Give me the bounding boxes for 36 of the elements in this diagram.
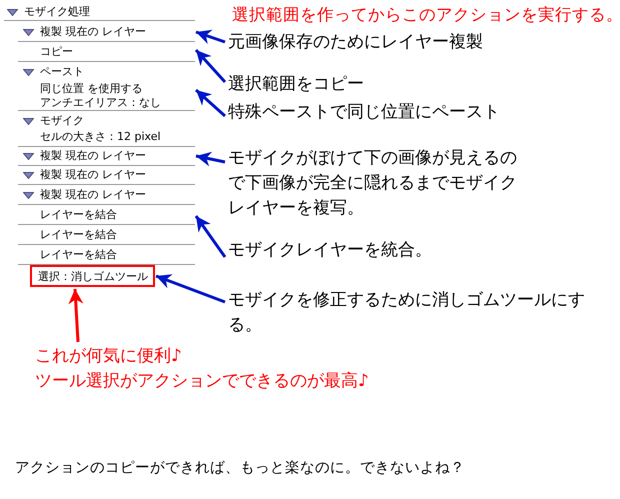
note-text: 選択範囲を作ってからこのアクションを実行する。: [232, 4, 620, 26]
annotation-text: モザイクがぼけて下の画像が見えるので下画像が完全に隠れるまでモザイクレイヤーを複写。: [228, 146, 533, 221]
action-label: レイヤーを結合: [40, 228, 117, 242]
arrow: [68, 288, 84, 342]
arrow: [194, 215, 226, 258]
annotation-text: これが何気に便利♪: [35, 345, 183, 368]
arrow: [194, 49, 226, 83]
action-label: レイヤーを結合: [40, 248, 117, 262]
action-label: 複製 現在の レイヤー: [40, 149, 146, 163]
annotation-text: モザイクを修正するために消しゴムツールにする。: [228, 288, 618, 338]
action-label: レイヤーを結合: [40, 208, 117, 222]
action-label: セルの大きさ：12 pixel: [40, 130, 161, 144]
arrow: [155, 274, 226, 304]
annotation-text: 選択範囲をコピー: [228, 73, 365, 96]
highlight-box: [30, 265, 155, 287]
action-label: モザイク: [40, 114, 84, 128]
arrow: [196, 152, 226, 166]
annotation-text: 元画像保存のためにレイヤー複製: [228, 30, 528, 55]
annotation-text: モザイクレイヤーを統合。: [228, 238, 478, 263]
action-row: [18, 147, 195, 166]
action-label: 同じ位置 を使用する: [40, 82, 142, 96]
annotation-text: 特殊ペーストで同じ位置にペースト: [228, 101, 501, 124]
action-label: 選択：消しゴムツール: [38, 270, 148, 284]
action-label: 複製 現在の レイヤー: [40, 25, 146, 39]
action-label: モザイク処理: [24, 5, 90, 19]
annotation-text: ツール選択がアクションでできるのが最高♪: [35, 370, 370, 393]
action-label: 複製 現在の レイヤー: [40, 168, 146, 182]
arrow: [196, 30, 226, 44]
arrow: [195, 88, 226, 118]
action-row: [18, 166, 195, 185]
note-text: アクションのコピーができれば、もっと楽なのに。できないよね？: [15, 459, 465, 477]
action-label: アンチエイリアス：なし: [40, 96, 161, 110]
action-label: 複製 現在の レイヤー: [40, 188, 146, 202]
action-label: ペースト: [40, 65, 84, 79]
action-label: コピー: [40, 45, 73, 59]
action-row: [4, 3, 195, 21]
